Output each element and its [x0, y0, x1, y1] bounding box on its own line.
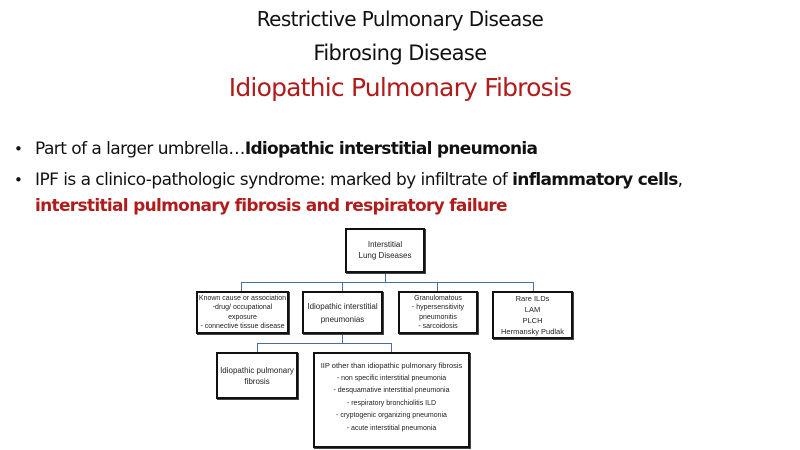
box-line: - sarcoidosis: [418, 323, 458, 330]
bullet-bold-text: inflammatory cells: [512, 170, 678, 190]
box-line: exposure: [228, 313, 257, 321]
box-line: Granulomatous: [414, 294, 462, 302]
box-idiopathic-interstitial-pneumonias: Idiopathic interstitial pneumonias: [302, 291, 383, 334]
box-line: - cryptogenic organizing pneumonia: [336, 412, 447, 419]
connector-level1-bus: [241, 282, 533, 283]
box-line: IIP other than idiopathic pulmonary fibr…: [320, 361, 463, 370]
bullet-item-umbrella: • Part of a larger umbrella…Idiopathic i…: [14, 136, 800, 162]
slide-heading-ipf: Idiopathic Pulmonary Fibrosis: [228, 73, 572, 102]
box-interstitial-lung-diseases: Interstitial Lung Diseases: [345, 228, 425, 273]
box-line: pneumonitis: [419, 313, 457, 321]
connector-root-down: [385, 273, 386, 282]
slide-subtitle-fibrosing-disease: Fibrosing Disease: [313, 41, 487, 65]
bullet-icon: •: [14, 171, 23, 189]
connector-rare-ilds: [533, 282, 534, 291]
bullet-bold-text: Idiopathic interstitial pneumonia: [244, 139, 538, 159]
box-line: Rare ILDs: [515, 294, 550, 303]
slide-title-restrictive-pulmonary-disease: Restrictive Pulmonary Disease: [256, 7, 544, 31]
connector-ipf: [257, 343, 258, 352]
bullet-list: • Part of a larger umbrella…Idiopathic i…: [14, 136, 800, 224]
box-line: - non specific interstitial pneumonia: [336, 374, 447, 382]
bullet-text: IPF is a clinico-pathologic syndrome: ma…: [35, 170, 513, 190]
box-line: Known cause or association: [198, 294, 287, 302]
box-line: -drug/ occupational: [212, 304, 273, 311]
connector-level2-bus: [257, 343, 392, 344]
box-rare-ilds: Rare ILDs LAM PLCH Hermansky Pudlak: [492, 291, 573, 339]
box-line: - respiratory bronchiolitis ILD: [346, 399, 437, 407]
bullet-text: Part of a larger umbrella…: [35, 139, 245, 159]
box-line: - hypersensitivity: [411, 304, 465, 311]
box-idiopathic-pulmonary-fibrosis: Idiopathic pulmonary fibrosis: [216, 352, 298, 399]
bullet-punctuation: ,: [677, 170, 683, 190]
connector-granulomatous: [437, 282, 438, 291]
box-known-cause: Known cause or association -drug/ occupa…: [196, 291, 289, 334]
box-line: PLCH: [522, 316, 543, 325]
box-line: Idiopathic interstitial: [307, 301, 378, 311]
connector-iip-down: [342, 334, 343, 343]
bullet-red-text: interstitial pulmonary fibrosis and resp…: [35, 196, 508, 216]
box-line: Interstitial: [367, 240, 403, 249]
box-iip-other-than-ipf: IIP other than idiopathic pulmonary fibr…: [313, 352, 470, 448]
bullet-icon: •: [14, 140, 23, 158]
box-line: - desquamative interstitial pneumonia: [333, 387, 450, 394]
box-line: - acute interstitial pneumonia: [346, 424, 437, 432]
connector-iip-other: [391, 343, 392, 352]
box-line: pneumonias: [320, 314, 365, 324]
bullet-item-ipf-definition: • IPF is a clinico-pathologic syndrome: …: [14, 167, 800, 219]
connector-iip: [342, 282, 343, 291]
box-granulomatous: Granulomatous - hypersensitivity pneumon…: [398, 291, 478, 334]
box-line: LAM: [524, 305, 541, 314]
connector-known-cause: [241, 282, 242, 291]
box-line: - connective tissue disease: [200, 323, 285, 330]
box-line: Idiopathic pulmonary: [220, 365, 294, 375]
box-line: fibrosis: [244, 376, 270, 386]
box-line: Lung Diseases: [358, 250, 412, 260]
box-line: Hermansky Pudlak: [501, 327, 564, 336]
